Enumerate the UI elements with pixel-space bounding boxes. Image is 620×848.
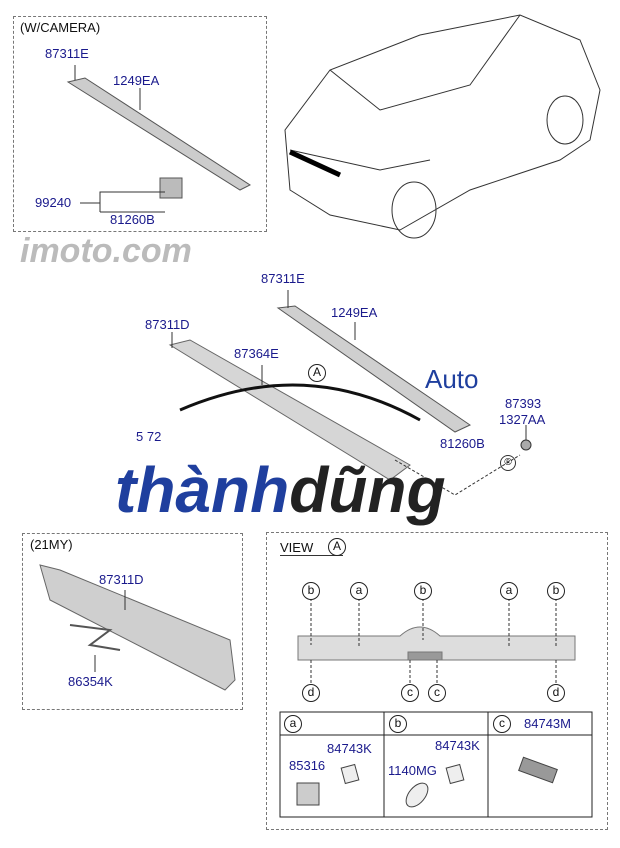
watermark-auto: Auto — [425, 364, 479, 394]
table-key-b: b — [389, 715, 407, 733]
watermark-brand: thànhdũng — [115, 458, 446, 522]
part-label[interactable]: 1249EA — [113, 73, 160, 88]
view-table — [279, 711, 593, 818]
view-a-title: VIEW — [280, 540, 344, 556]
camera-panel — [13, 16, 267, 232]
table-key-c: c — [493, 715, 511, 733]
part-label[interactable]: 1249EA — [331, 305, 378, 320]
21my-panel — [22, 533, 243, 710]
callout-d: d — [547, 684, 565, 702]
callout-a: a — [350, 582, 368, 600]
callout-d: d — [302, 684, 320, 702]
registered-icon: ® — [500, 455, 516, 471]
part-label[interactable]: 99240 — [35, 195, 72, 210]
callout-b: b — [547, 582, 565, 600]
part-label[interactable]: 85316 — [289, 758, 326, 773]
callout-c: c — [401, 684, 419, 702]
part-label[interactable]: 84743M — [524, 716, 571, 731]
part-label[interactable]: 86354K — [68, 674, 113, 689]
part-label[interactable]: 81260B — [110, 212, 155, 227]
part-label[interactable]: 87311E — [45, 46, 89, 61]
callout-b: b — [414, 582, 432, 600]
part-label[interactable]: 84743K — [327, 741, 372, 756]
view-marker-a: A — [308, 364, 326, 382]
nut-part — [520, 439, 532, 451]
part-label[interactable]: 87311D — [99, 572, 144, 587]
watermark-brand-2: dũng — [289, 454, 446, 526]
view-a-marker: A — [328, 538, 346, 556]
21my-panel-title: (21MY) — [30, 537, 73, 552]
part-label[interactable]: 1140MG — [388, 763, 437, 778]
table-key-a: a — [284, 715, 302, 733]
part-label[interactable]: 87364E — [234, 346, 279, 361]
view-a-garnish — [297, 626, 576, 661]
camera-garnish — [66, 77, 252, 199]
part-label[interactable]: 87311E — [261, 271, 305, 286]
part-label[interactable]: 87393 — [505, 396, 542, 411]
part-label[interactable]: 5 72 — [136, 429, 162, 444]
callout-b: b — [302, 582, 320, 600]
main-garnish-lower — [168, 339, 411, 481]
part-label[interactable]: 84743K — [435, 738, 480, 753]
callout-c: c — [428, 684, 446, 702]
car-illustration — [284, 14, 601, 239]
callout-a: a — [500, 582, 518, 600]
part-label[interactable]: 1327AA — [499, 412, 546, 427]
table-parts — [296, 756, 558, 808]
main-garnish-upper — [276, 305, 472, 433]
watermark-brand-1: thành — [115, 454, 290, 526]
camera-panel-title: (W/CAMERA) — [20, 20, 101, 35]
part-label[interactable]: 81260B — [440, 436, 485, 451]
21my-garnish — [39, 564, 236, 691]
watermark-bg-text: imoto.com — [20, 232, 192, 270]
view-a-panel — [266, 532, 608, 830]
part-label[interactable]: 87311D — [145, 317, 190, 332]
